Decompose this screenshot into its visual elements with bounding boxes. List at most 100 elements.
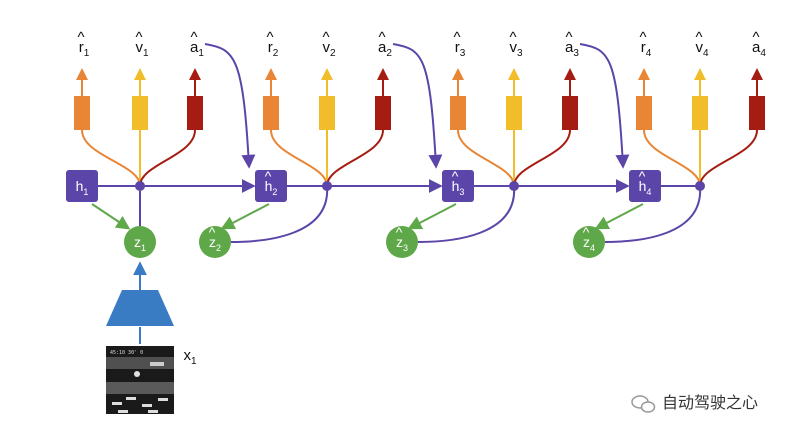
r-head-box-2 [263,96,279,130]
r-head-box-4 [636,96,652,130]
z-label-2: z2 [209,234,221,253]
r-up-arrow-4 [638,68,650,80]
r-label-2-hat: ^ [266,29,273,46]
a-head-box-3 [562,96,578,130]
thumbnail-stripe [142,404,152,407]
action-feedback-arrow-2 [392,43,443,169]
game-screenshot-icon: 45:10 30' 0 [106,346,174,414]
h-node-2 [255,170,287,202]
h-label-2: h2 [265,178,278,197]
a-curve-4 [699,129,758,187]
a-label-2: a2 [378,39,392,59]
a-up-arrow-4 [751,68,763,80]
v-label-3: v3 [509,39,523,59]
action-feedback-arrow-3 [579,43,630,169]
a-curve-2 [326,129,384,187]
a-head-box-4 [749,96,765,130]
v-up-arrow-1 [134,68,146,80]
r-curve-2 [270,129,328,187]
a-label-3: a3 [565,39,579,59]
r-head-box-1 [74,96,90,130]
z-label-3-hat: ^ [396,224,403,240]
h-node-3 [442,170,474,202]
v-label-2-hat: ^ [322,29,329,46]
thumbnail-stripe [148,410,158,413]
trapezoid-encoder-icon [106,290,174,326]
z-node-3 [386,226,418,258]
a-curve-1 [139,129,196,187]
h-to-z-arrow-2 [220,203,270,230]
z-node-4 [573,226,605,258]
a-up-arrow-3 [564,68,576,80]
v-label-1: v1 [135,39,149,59]
thumbnail-stripe [158,398,168,401]
h-label-3: h3 [452,178,465,197]
h-label-4-hat: ^ [639,168,646,184]
r-label-3-hat: ^ [453,29,460,46]
z-node-1 [124,226,156,258]
a-label-3-hat: ^ [565,29,572,46]
wechat-icon [631,395,656,413]
v-head-box-1 [132,96,148,130]
v-head-box-4 [692,96,708,130]
a-curve-3 [513,129,571,187]
v-label-4: v4 [695,39,709,59]
a-head-box-2 [375,96,391,130]
r-curve-3 [457,129,515,187]
thumbnail-text: 45:10 30' 0 [110,350,143,356]
z-label-2-hat: ^ [209,224,216,240]
r-up-arrow-2 [265,68,277,80]
v-label-2: v2 [322,39,336,59]
r-curve-4 [643,129,701,187]
h-label-2-hat: ^ [265,168,272,184]
v-up-arrow-4 [694,68,706,80]
h-node-4 [629,170,661,202]
r-label-4: r4 [641,39,652,59]
z-node-2 [199,226,231,258]
thumbnail-stripe [112,402,122,405]
r-head-box-3 [450,96,466,130]
r-curve-1 [81,129,141,187]
v-label-1-hat: ^ [135,29,142,46]
junction-to-z-curve-3 [417,185,516,243]
thumbnail-band-2 [106,382,174,394]
h-to-z-arrow-1 [91,203,131,230]
v-up-arrow-3 [508,68,520,80]
z-label-3: z3 [396,234,408,253]
r-label-1: r1 [79,39,90,59]
v-up-arrow-2 [321,68,333,80]
z-label-4-hat: ^ [583,224,590,240]
a-label-1-hat: ^ [190,29,197,46]
r-label-3: r3 [455,39,466,59]
a-up-arrow-1 [189,68,201,80]
z-label-4: z4 [583,234,595,253]
input-label: x1 [183,347,197,367]
h-node-1 [66,170,98,202]
a-label-4-hat: ^ [752,29,759,46]
v-head-box-2 [319,96,335,130]
v-label-3-hat: ^ [509,29,516,46]
h-label-4: h4 [639,178,652,197]
v-label-4-hat: ^ [695,29,702,46]
h-label-1: h1 [76,178,89,197]
r-up-arrow-1 [76,68,88,80]
h-to-z-arrow-4 [594,203,644,230]
v-head-box-3 [506,96,522,130]
thumbnail-stripe [118,410,128,413]
a-label-4: a4 [752,39,766,59]
watermark-text: 自动驾驶之心 [662,393,758,412]
a-label-2-hat: ^ [378,29,385,46]
junction-dot-1 [135,181,145,191]
z-label-1: z1 [134,234,146,253]
h-label-3-hat: ^ [452,168,459,184]
r-label-2: r2 [268,39,279,59]
thumbnail-stripe [126,397,136,400]
a-label-1: a1 [190,39,204,59]
thumbnail-player [134,371,140,377]
junction-to-z-curve-2 [230,185,329,243]
a-head-box-1 [187,96,203,130]
r-label-1-hat: ^ [77,29,84,46]
wechat-bubble-2 [640,401,656,413]
h-to-z-arrow-3 [407,203,457,230]
r-label-4-hat: ^ [639,29,646,46]
